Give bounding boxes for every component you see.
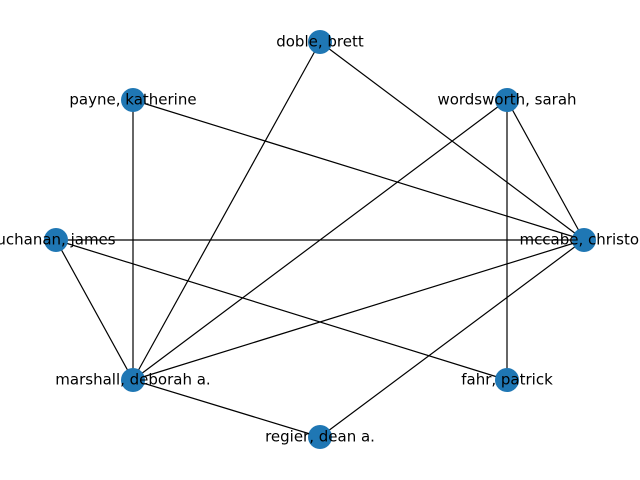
node-buchanan — [44, 228, 68, 252]
edge-payne-mccabe — [132, 99, 585, 241]
edge-layer — [55, 41, 585, 438]
node-label-buchanan: uchanan, james — [0, 231, 116, 249]
node-doble — [308, 30, 332, 54]
node-marshall — [121, 368, 145, 392]
node-label-doble: doble, brett — [276, 33, 364, 51]
node-regier — [308, 425, 332, 449]
node-label-regier: regier, dean a. — [265, 428, 375, 446]
node-label-mccabe: mccabe, christop — [519, 231, 640, 249]
edge-mccabe-marshall — [132, 239, 585, 381]
node-mccabe — [572, 228, 596, 252]
node-wordsworth — [495, 88, 519, 112]
node-fahr — [495, 368, 519, 392]
edge-doble-marshall — [132, 41, 321, 381]
node-payne — [121, 88, 145, 112]
node-label-marshall: marshall, deborah a. — [55, 371, 210, 389]
edge-mccabe-regier — [319, 239, 585, 438]
edge-marshall-regier — [132, 379, 321, 438]
edge-buchanan-fahr — [55, 239, 508, 381]
node-layer — [44, 30, 596, 449]
node-label-fahr: fahr, patrick — [461, 371, 553, 389]
node-label-wordsworth: wordsworth, sarah — [437, 91, 576, 109]
node-label-payne: payne, katherine — [69, 91, 196, 109]
edge-buchanan-marshall — [55, 239, 134, 381]
edge-wordsworth-mccabe — [506, 99, 585, 241]
label-layer: doble, brett wordsworth, sarah mccabe, chr… — [0, 33, 640, 446]
